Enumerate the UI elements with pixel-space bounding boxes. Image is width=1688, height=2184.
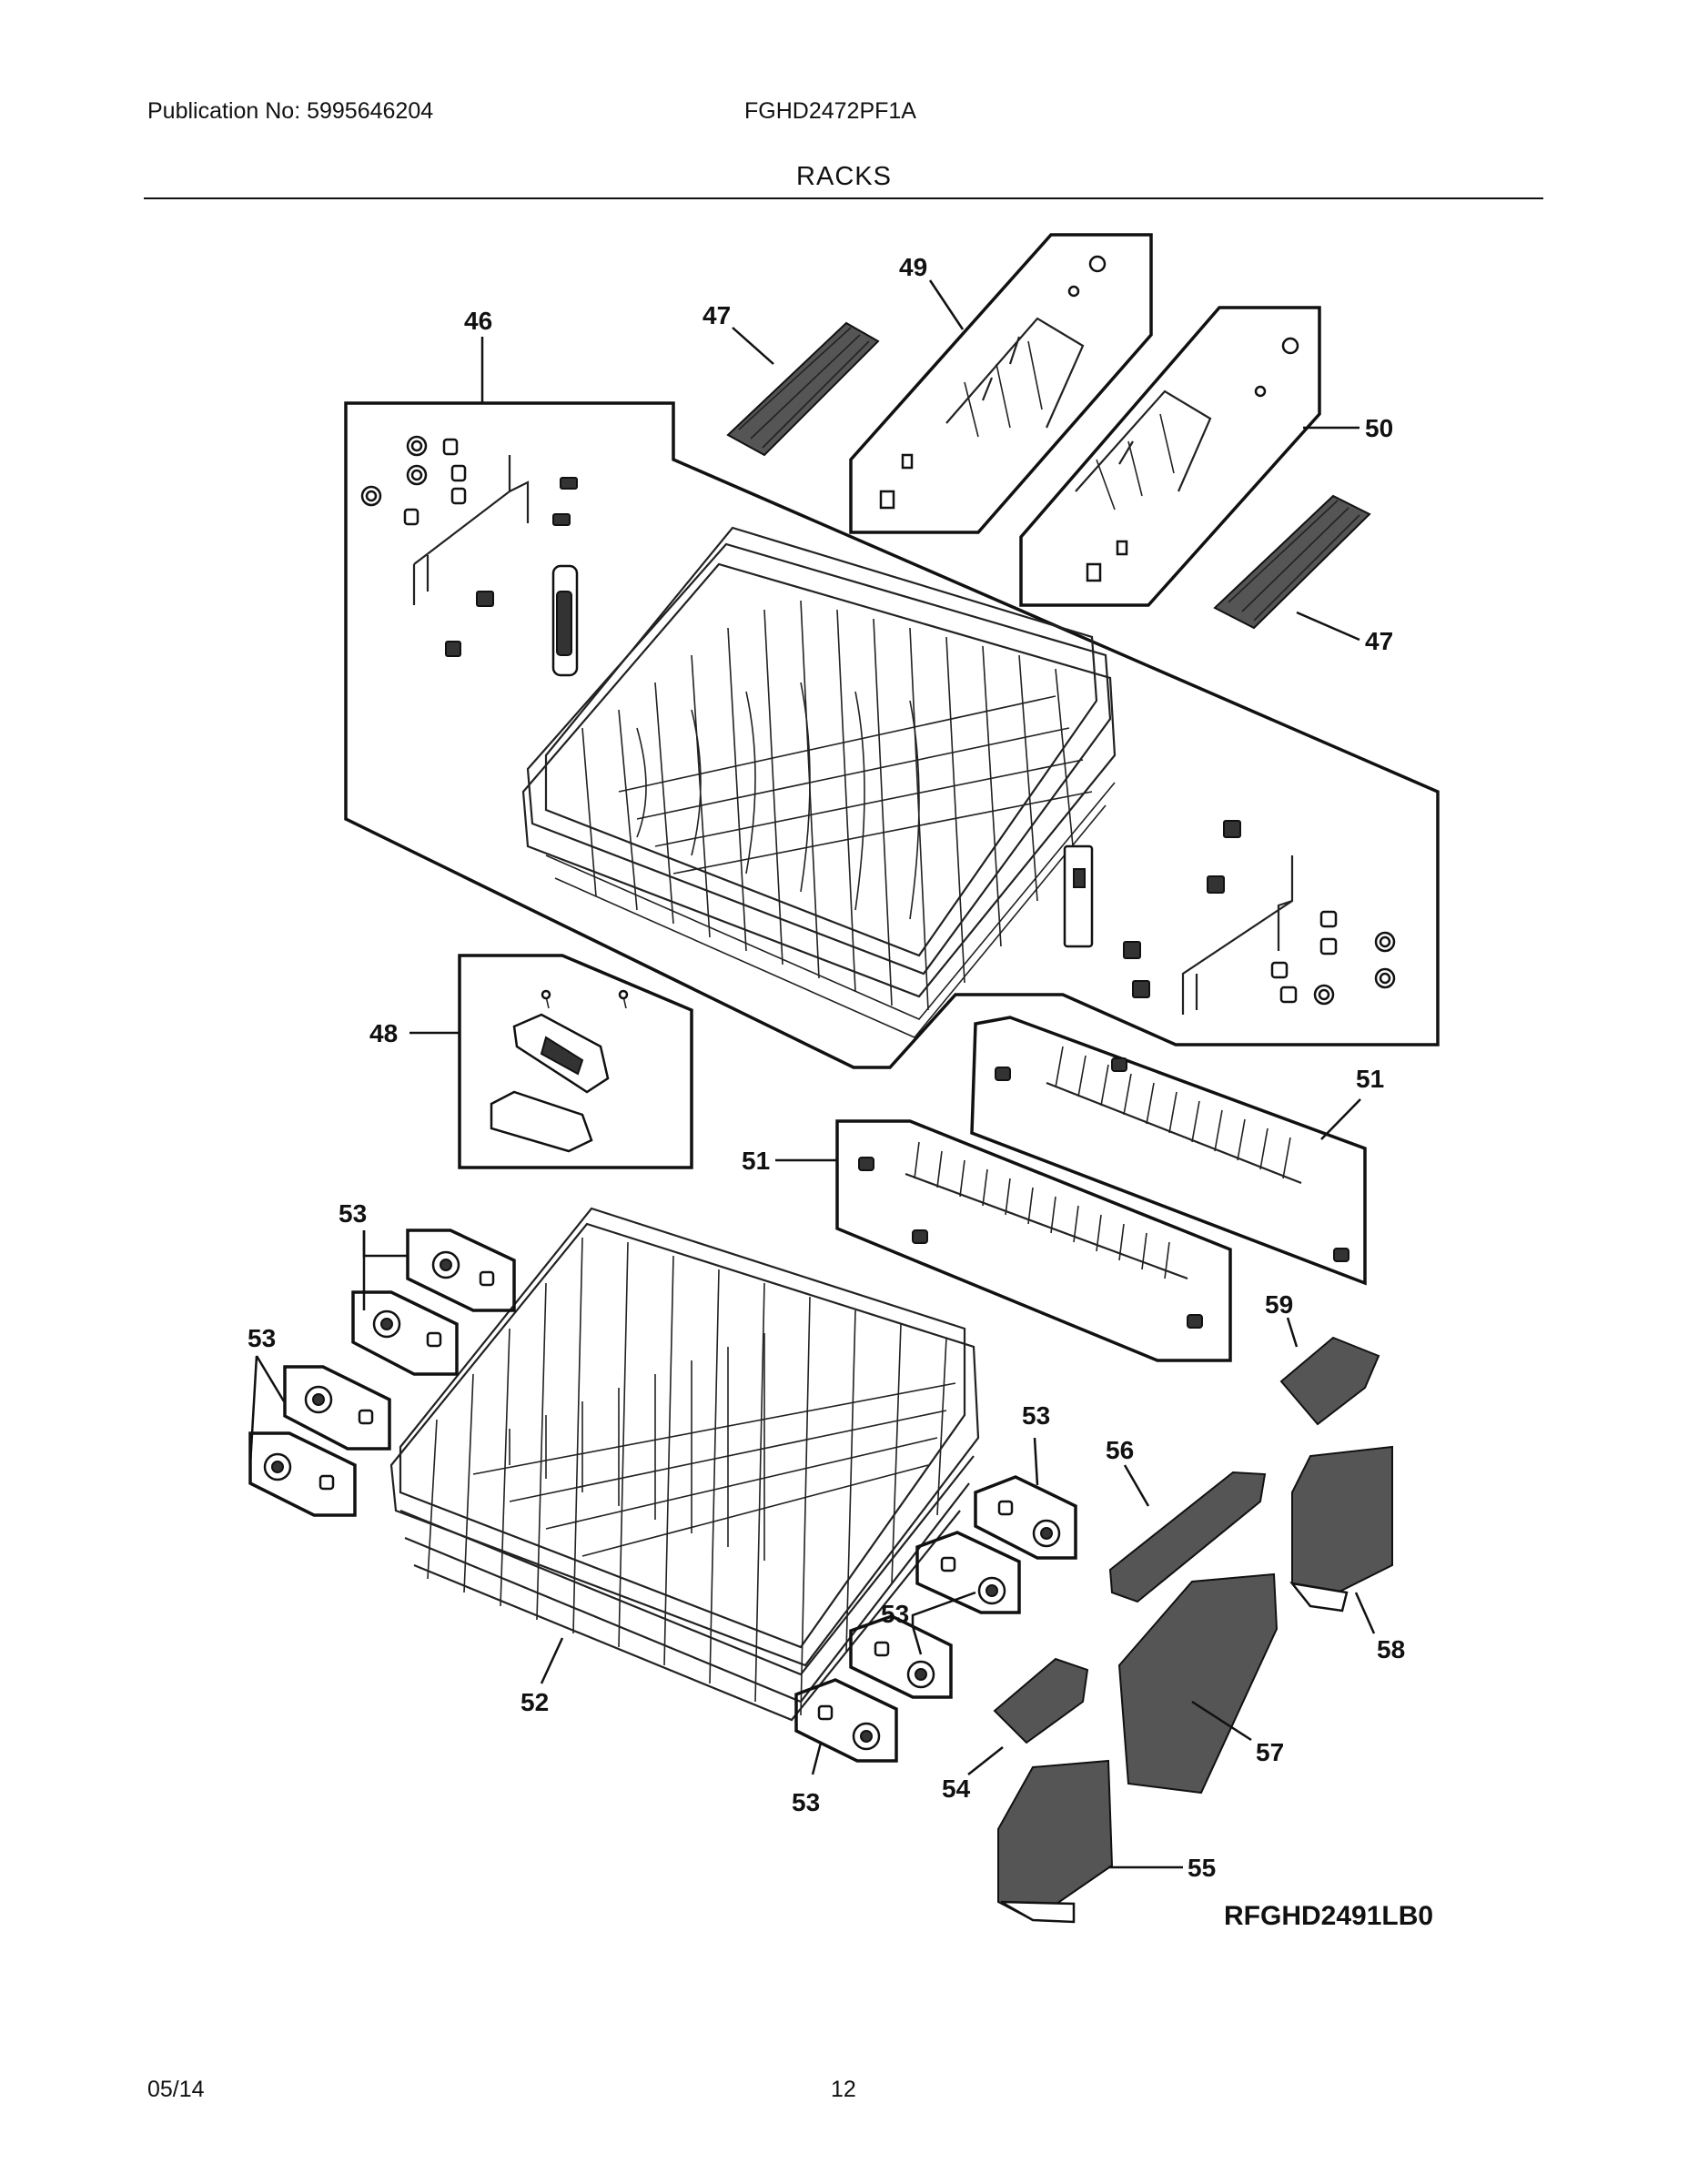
callout-46: 46 xyxy=(464,307,492,335)
callout-53-a: 53 xyxy=(339,1199,367,1228)
part-51-frame-lower xyxy=(835,1119,1232,1362)
callout-47-right: 47 xyxy=(1365,627,1393,655)
callout-53-b: 53 xyxy=(248,1324,276,1352)
leader-lines xyxy=(248,279,1376,1869)
part-51-tines-upper xyxy=(995,1046,1349,1262)
callout-58: 58 xyxy=(1377,1635,1405,1663)
part-50-shelf xyxy=(1075,337,1299,582)
publication-number: Publication No: 5995646204 xyxy=(147,98,434,124)
upper-rack-small-parts-right xyxy=(1063,820,1396,1015)
part-51-frame-upper xyxy=(970,1016,1367,1286)
part-55-basket xyxy=(997,1759,1114,1924)
footer-date: 05/14 xyxy=(147,2077,205,2102)
callout-54: 54 xyxy=(942,1774,971,1803)
callout-53-e: 53 xyxy=(792,1788,820,1816)
callout-52: 52 xyxy=(521,1688,549,1716)
callout-55: 55 xyxy=(1188,1854,1216,1882)
diagram-reference-code: RFGHD2491LB0 xyxy=(1224,1901,1433,1931)
part-50-frame xyxy=(1019,306,1321,607)
callout-50: 50 xyxy=(1365,414,1393,442)
upper-rack-frame xyxy=(344,401,1440,1069)
header-divider xyxy=(144,197,1543,199)
part-49-shelf xyxy=(879,255,1107,510)
part-51-tines-lower xyxy=(858,1141,1203,1329)
callout-57: 57 xyxy=(1256,1738,1284,1766)
part-48-handle xyxy=(490,989,629,1153)
callout-51-lower: 51 xyxy=(742,1147,770,1175)
part-53-wheel-panels xyxy=(248,1228,1077,1763)
callout-49: 49 xyxy=(899,253,927,281)
part-54-lid xyxy=(993,1657,1089,1744)
callout-59: 59 xyxy=(1265,1290,1293,1319)
callout-53-c: 53 xyxy=(1022,1401,1050,1430)
upper-rack-small-parts-left xyxy=(360,435,579,677)
page-number: 12 xyxy=(831,2077,856,2102)
part-59-lid xyxy=(1279,1336,1380,1426)
callout-47-top: 47 xyxy=(702,301,731,329)
callout-labels: 46 47 49 50 47 48 51 51 53 53 53 53 53 5… xyxy=(248,253,1433,1931)
part-47-right xyxy=(1213,494,1371,630)
part-49-frame xyxy=(849,233,1153,534)
model-number: FGHD2472PF1A xyxy=(744,98,916,124)
part-57-basket xyxy=(1117,1572,1279,1795)
part-52-lower-rack xyxy=(389,1207,980,1722)
callout-51-upper: 51 xyxy=(1356,1065,1384,1093)
part-47-top xyxy=(726,321,880,457)
part-48-frame xyxy=(458,954,693,1169)
callout-56: 56 xyxy=(1106,1436,1134,1464)
callout-48: 48 xyxy=(369,1019,398,1047)
upper-rack-basket xyxy=(521,526,1117,1038)
page-title: RACKS xyxy=(796,162,892,191)
part-56-lid xyxy=(1108,1471,1267,1603)
part-58-basket xyxy=(1289,1445,1393,1613)
callout-53-d: 53 xyxy=(881,1600,909,1628)
